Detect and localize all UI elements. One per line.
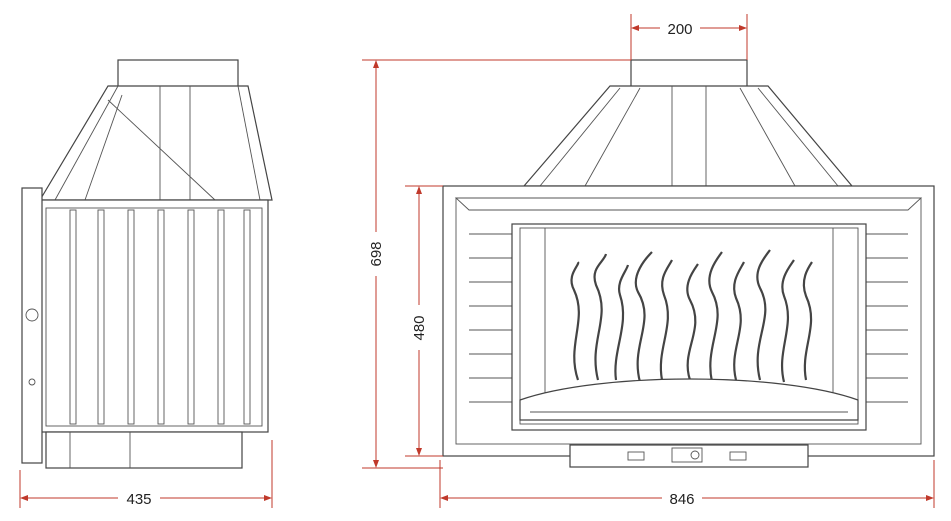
side-ribs [69,209,251,425]
dimension-lines [19,14,935,508]
arrow-200-right [739,25,747,31]
side-base [45,431,243,469]
front-flue-collar [630,59,748,89]
front-louvres-right [866,233,908,403]
dimension-label-435: 435 [126,491,151,508]
front-view [442,59,935,468]
dimension-label-698: 698 [368,241,385,266]
front-louvres-left [469,233,512,403]
front-bottom-controls [569,444,809,468]
front-flames [570,249,813,383]
side-flue-collar [117,59,239,89]
dimension-label-480: 480 [411,315,428,340]
side-body [39,199,269,433]
side-view [21,59,273,469]
arrow-480-top [416,186,422,194]
front-hood [522,85,854,187]
dimension-label-846: 846 [669,491,694,508]
dimension-label-200: 200 [667,21,692,38]
arrow-698-top [373,60,379,68]
side-door-profile [21,187,43,464]
arrow-480-bottom [416,448,422,456]
arrow-846-left [440,495,448,501]
arrow-435-right [264,495,272,501]
side-hood [38,85,273,201]
front-grate [519,378,859,421]
arrow-200-left [631,25,639,31]
arrow-846-right [926,495,934,501]
arrow-435-left [20,495,28,501]
arrow-698-bottom [373,460,379,468]
